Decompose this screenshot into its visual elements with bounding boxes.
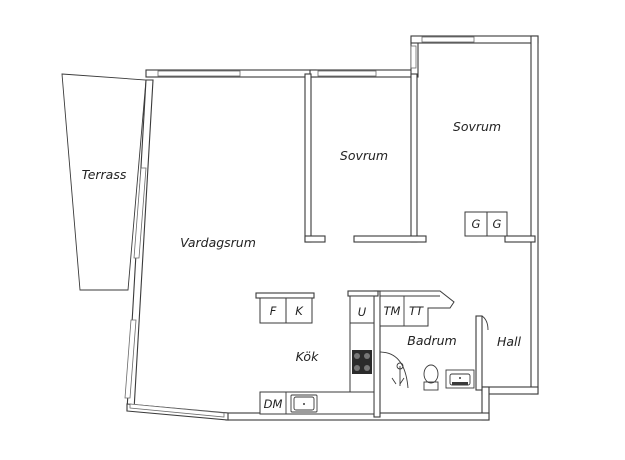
shower-icon bbox=[379, 351, 409, 389]
wardrobe-label-2: G bbox=[493, 217, 502, 231]
kitchen-counter: U DM bbox=[259, 290, 379, 415]
windows bbox=[124, 36, 475, 418]
dishwasher-label: DM bbox=[264, 397, 283, 411]
washbasin-icon bbox=[445, 369, 475, 389]
bathroom-fixtures bbox=[379, 351, 475, 391]
toilet-icon bbox=[423, 364, 439, 391]
room-label-living-room: Vardagsrum bbox=[180, 235, 256, 250]
room-label-kitchen: Kök bbox=[296, 349, 319, 364]
hall-door-arc bbox=[481, 315, 489, 331]
terrace-outline bbox=[61, 73, 147, 291]
fridge-label: F bbox=[270, 304, 277, 318]
room-label-hall: Hall bbox=[497, 334, 522, 349]
room-label-bedroom-1: Sovrum bbox=[340, 148, 388, 163]
wardrobes: G G bbox=[464, 211, 508, 237]
fridge-freezer: F K bbox=[255, 292, 315, 324]
washer-label: TM bbox=[384, 304, 401, 318]
laundry-units: TM TT bbox=[379, 290, 455, 327]
stove-icon bbox=[352, 350, 372, 374]
wardrobe-label-1: G bbox=[472, 217, 481, 231]
oven-label: U bbox=[358, 305, 367, 319]
kitchen-sink-icon bbox=[290, 394, 318, 413]
dryer-label: TT bbox=[409, 304, 424, 318]
room-label-bathroom: Badrum bbox=[407, 333, 456, 348]
room-labels: Terrass Vardagsrum Sovrum Sovrum Kök Bad… bbox=[82, 119, 522, 364]
room-label-bedroom-2: Sovrum bbox=[453, 119, 501, 134]
freezer-label: K bbox=[295, 304, 304, 318]
room-label-terrace: Terrass bbox=[82, 167, 127, 182]
